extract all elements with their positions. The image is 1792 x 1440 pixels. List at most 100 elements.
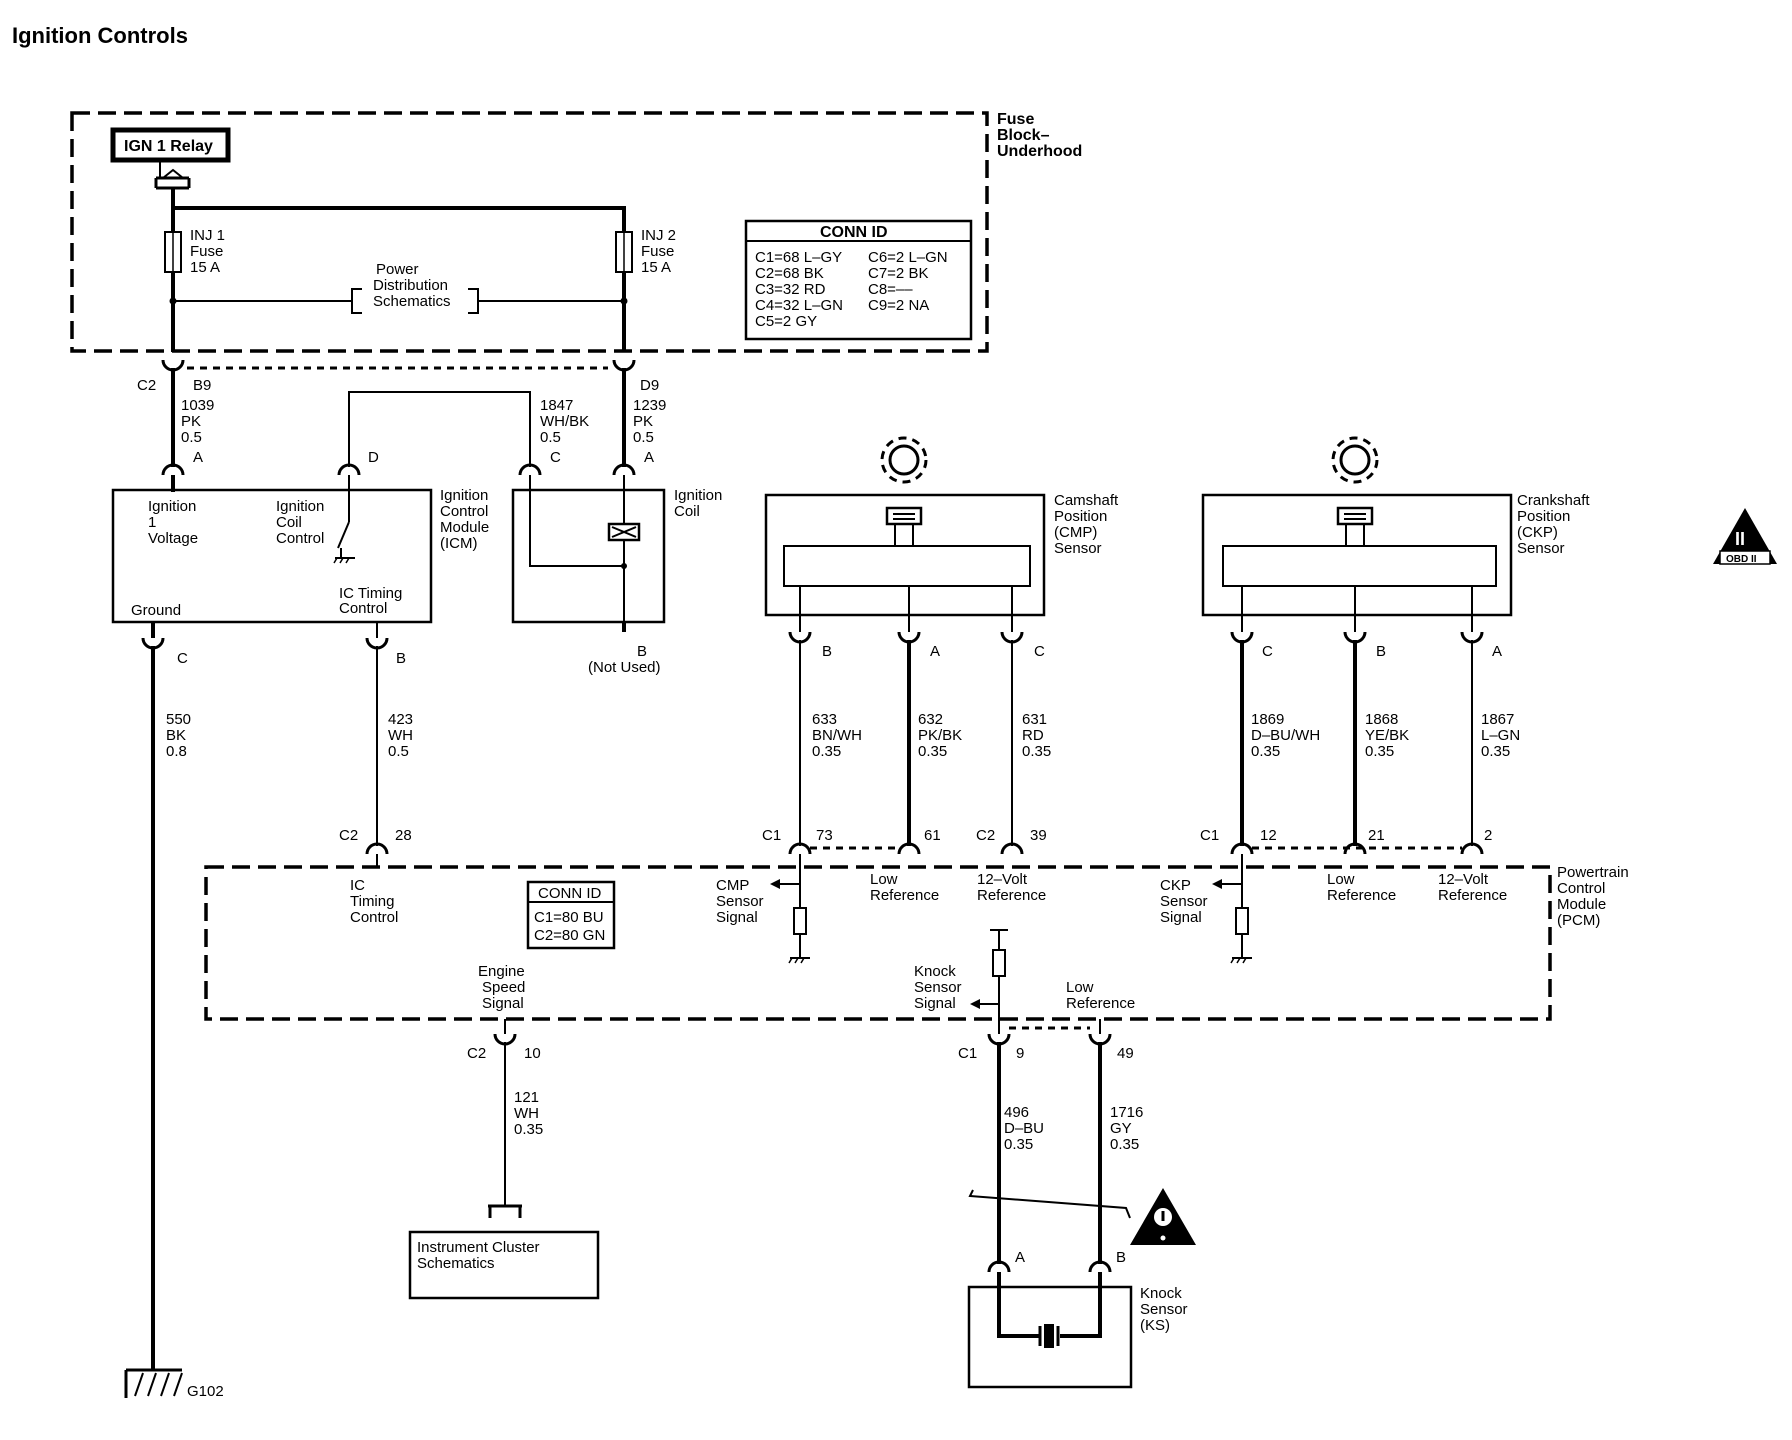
knock-signal-arrow-icon [970,999,999,1009]
ks-label-3: (KS) [1140,1317,1170,1334]
power-dist-3: Schematics [373,293,451,310]
cmp-ground-icon [788,957,810,964]
icm-ground: Ground [131,602,181,619]
shielded-pair-indicator [968,1189,1131,1219]
wire121-color: WH [514,1105,539,1122]
ckp-pin-a: A [1492,643,1502,660]
ks-label-1: Knock [1140,1285,1182,1302]
cmp-sensor-box [764,493,1046,617]
engine-speed-2: Speed [482,979,525,996]
icm-label-1: Ignition [440,487,488,504]
wire632-num: 632 [918,711,943,728]
cmp-magnet-icon [885,506,923,547]
cmp-12v-ref-1: 12–Volt [977,871,1028,888]
icm-coil-control-2: Coil [276,514,302,531]
obd2-text: OBD II [1726,554,1757,565]
ckp-label-2: Position [1517,508,1570,525]
wire1039-num: 1039 [181,397,214,414]
ckp-label-4: Sensor [1517,540,1565,557]
ckp-low-ref-2: Reference [1327,887,1396,904]
upper-c2-label: C2 [137,377,156,394]
conn-id-c6: C6=2 L–GN [868,249,948,266]
pcm-ic-timing-2: Timing [350,893,394,910]
conn-id-c2: C2=68 BK [755,265,824,282]
instrument-cluster-1: Instrument Cluster [417,1239,540,1256]
cmp-signal-2: Sensor [716,893,764,910]
power-distribution-reference: Power Distribution Schematics [351,261,479,314]
wire1847-color: WH/BK [540,413,589,430]
icm-pin-c: C [177,650,188,667]
knock-signal-1: Knock [914,963,956,980]
knock-signal-3: Signal [914,995,956,1012]
coil-pin-b: B [637,643,647,660]
wire631-gauge: 0.35 [1022,743,1051,760]
pcm-pin39: 39 [1030,827,1047,844]
wire1867-gauge: 0.35 [1481,743,1510,760]
wire550-num: 550 [166,711,191,728]
wire1847-gauge: 0.5 [540,429,561,446]
wire633-num: 633 [812,711,837,728]
lower-pin10: 10 [524,1045,541,1062]
knock-low-ref-1: Low [1066,979,1094,996]
ks-pin-a: A [1015,1249,1025,1266]
obd2-badge-icon: II OBD II [1713,508,1777,565]
pcm-pin12: 12 [1260,827,1277,844]
relay-contact-icon [154,160,191,190]
icm-ic-timing-1: IC Timing [339,585,402,602]
ign1-relay: IGN 1 Relay [110,127,231,163]
pcm-conn-id-table: CONN ID C1=80 BU C2=80 GN [526,880,616,950]
knock-sensor-box [967,1285,1133,1389]
pcm-conn-c2: C2=80 GN [534,927,605,944]
pin-d9: D9 [640,377,659,394]
cmp-label-4: Sensor [1054,540,1102,557]
ground-g102: G102 [187,1383,224,1400]
pcm-label-1: Powertrain [1557,864,1629,881]
wire121-gauge: 0.35 [514,1121,543,1138]
pcm-label-2: Control [1557,880,1605,897]
cmp-low-ref-2: Reference [870,887,939,904]
wire496-gauge: 0.35 [1004,1136,1033,1153]
icm-label-3: Module [440,519,489,536]
ckp-low-ref-1: Low [1327,871,1355,888]
wire550-color: BK [166,727,186,744]
coil-label-2: Coil [674,503,700,520]
engine-speed-3: Signal [482,995,524,1012]
inj2-fuse: INJ 2 Fuse 15 A [615,227,676,352]
wire423-num: 423 [388,711,413,728]
wire550-gauge: 0.8 [166,743,187,760]
lower-pin49: 49 [1117,1045,1134,1062]
ckp-magnet-icon [1336,506,1374,547]
pcm-conn-c1: C1=80 BU [534,909,604,926]
wire1869-num: 1869 [1251,711,1284,728]
cmp-label-2: Position [1054,508,1107,525]
ign1-relay-label: IGN 1 Relay [124,138,213,155]
pcm-boundary [204,865,1552,1021]
knock-low-ref-2: Reference [1066,995,1135,1012]
pin-b9: B9 [193,377,211,394]
coil-winding-icon [607,522,641,542]
wire1869-gauge: 0.35 [1251,743,1280,760]
wire632-color: PK/BK [918,727,962,744]
inj1-rating: 15 A [190,259,220,276]
coil-label-1: Ignition [674,487,722,504]
cmp-12v-ref-2: Reference [977,887,1046,904]
pcm-pin28: 28 [395,827,412,844]
fuse-block-label-2: Block– [997,127,1050,144]
wire1867-color: L–GN [1481,727,1520,744]
power-dist-2: Distribution [373,277,448,294]
conn-id-c1: C1=68 L–GY [755,249,842,266]
wire1239-gauge: 0.5 [633,429,654,446]
wire1867-num: 1867 [1481,711,1514,728]
ckp-signal-3: Signal [1160,909,1202,926]
pcm-pin21: 21 [1368,827,1385,844]
icm-box [111,488,433,624]
ks-pin-b: B [1116,1249,1126,1266]
icm-switch-icon [333,492,355,564]
wire1716-color: GY [1110,1120,1132,1137]
wire631-color: RD [1022,727,1044,744]
fuse-block-label-1: Fuse [997,111,1034,128]
icm-label-4: (ICM) [440,535,478,552]
ckp-sensor-box [1201,493,1513,617]
